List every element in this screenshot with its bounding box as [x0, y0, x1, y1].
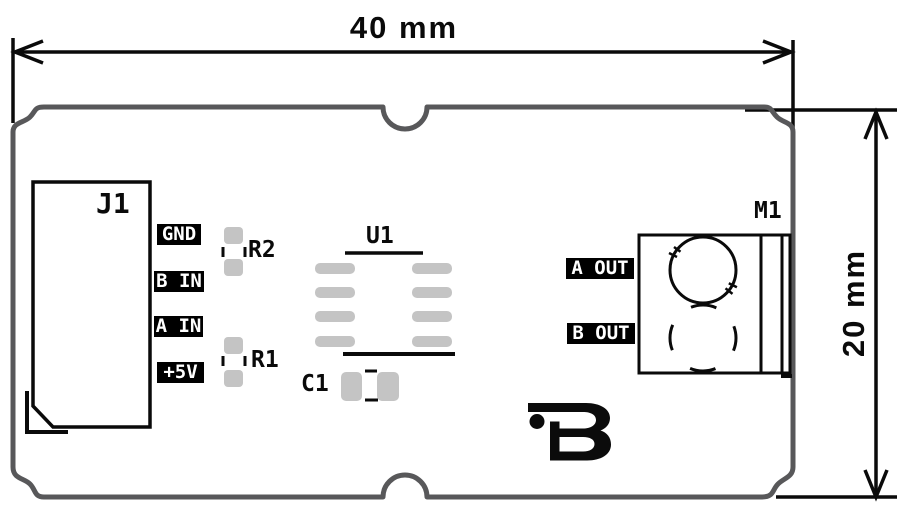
pin-label-gnd: GND: [157, 224, 201, 245]
r2-refdes: R2: [248, 237, 276, 263]
arrowhead-left-icon: [10, 39, 44, 65]
m1-terminal-block: [637, 233, 792, 378]
u1-pad: [412, 263, 452, 274]
m1-screw-top: [668, 235, 738, 305]
c1-refdes: C1: [301, 371, 329, 397]
pin-label-a-in: A IN: [154, 315, 203, 337]
u1-pad: [412, 311, 452, 322]
u1-pad: [315, 263, 355, 274]
arrowhead-up-icon: [863, 107, 889, 140]
board-outline: [10, 104, 796, 500]
u1-ic: [315, 251, 455, 356]
brand-logo-ib-icon: [528, 403, 611, 461]
u1-pads: [315, 263, 452, 347]
c1-capacitor: [341, 369, 399, 402]
pin-label-b-in: B IN: [154, 271, 204, 292]
u1-pad: [315, 311, 355, 322]
arrowhead-right-icon: [762, 39, 796, 65]
m1-refdes: M1: [754, 198, 782, 224]
logo-b-shape: [528, 403, 611, 461]
j1-outline: [31, 180, 152, 429]
c1-body-ticks: [365, 369, 378, 402]
j1-connector: [25, 180, 152, 434]
height-dimension: [745, 107, 897, 502]
m1-screw-bottom-dashed: [668, 303, 738, 373]
pin-label-b-out: B OUT: [567, 323, 635, 344]
r2-pad: [224, 259, 243, 276]
r2-body-ticks: [221, 247, 247, 257]
m1-side-strips: [759, 235, 784, 373]
u1-pad: [315, 287, 355, 298]
r1-refdes: R1: [251, 347, 279, 373]
r2-resistor: [221, 227, 247, 276]
r1-body-ticks: [221, 356, 247, 366]
r1-pad: [224, 370, 243, 387]
height-dimension-label: 20 mm: [836, 248, 871, 358]
r2-pad: [224, 227, 243, 244]
u1-refdes: U1: [366, 223, 394, 249]
pin-label-5v: +5V: [157, 362, 204, 383]
r1-pad: [224, 337, 243, 354]
pin-label-a-out: A OUT: [566, 258, 634, 279]
m1-pin1-tick: [781, 374, 792, 378]
u1-pad: [412, 287, 452, 298]
j1-refdes: J1: [96, 187, 130, 220]
j1-pin1-corner-mark: [25, 391, 68, 434]
width-dimension: [10, 38, 796, 138]
r1-resistor: [221, 337, 247, 387]
width-dimension-label: 40 mm: [349, 10, 459, 45]
u1-pad: [315, 336, 355, 347]
logo-dot: [529, 414, 545, 429]
m1-screw-hatch-marks: [668, 245, 738, 295]
c1-pad: [341, 372, 362, 401]
u1-pad: [412, 336, 452, 347]
c1-pad: [377, 372, 399, 401]
m1-outline: [637, 233, 792, 375]
arrowhead-down-icon: [863, 469, 889, 502]
